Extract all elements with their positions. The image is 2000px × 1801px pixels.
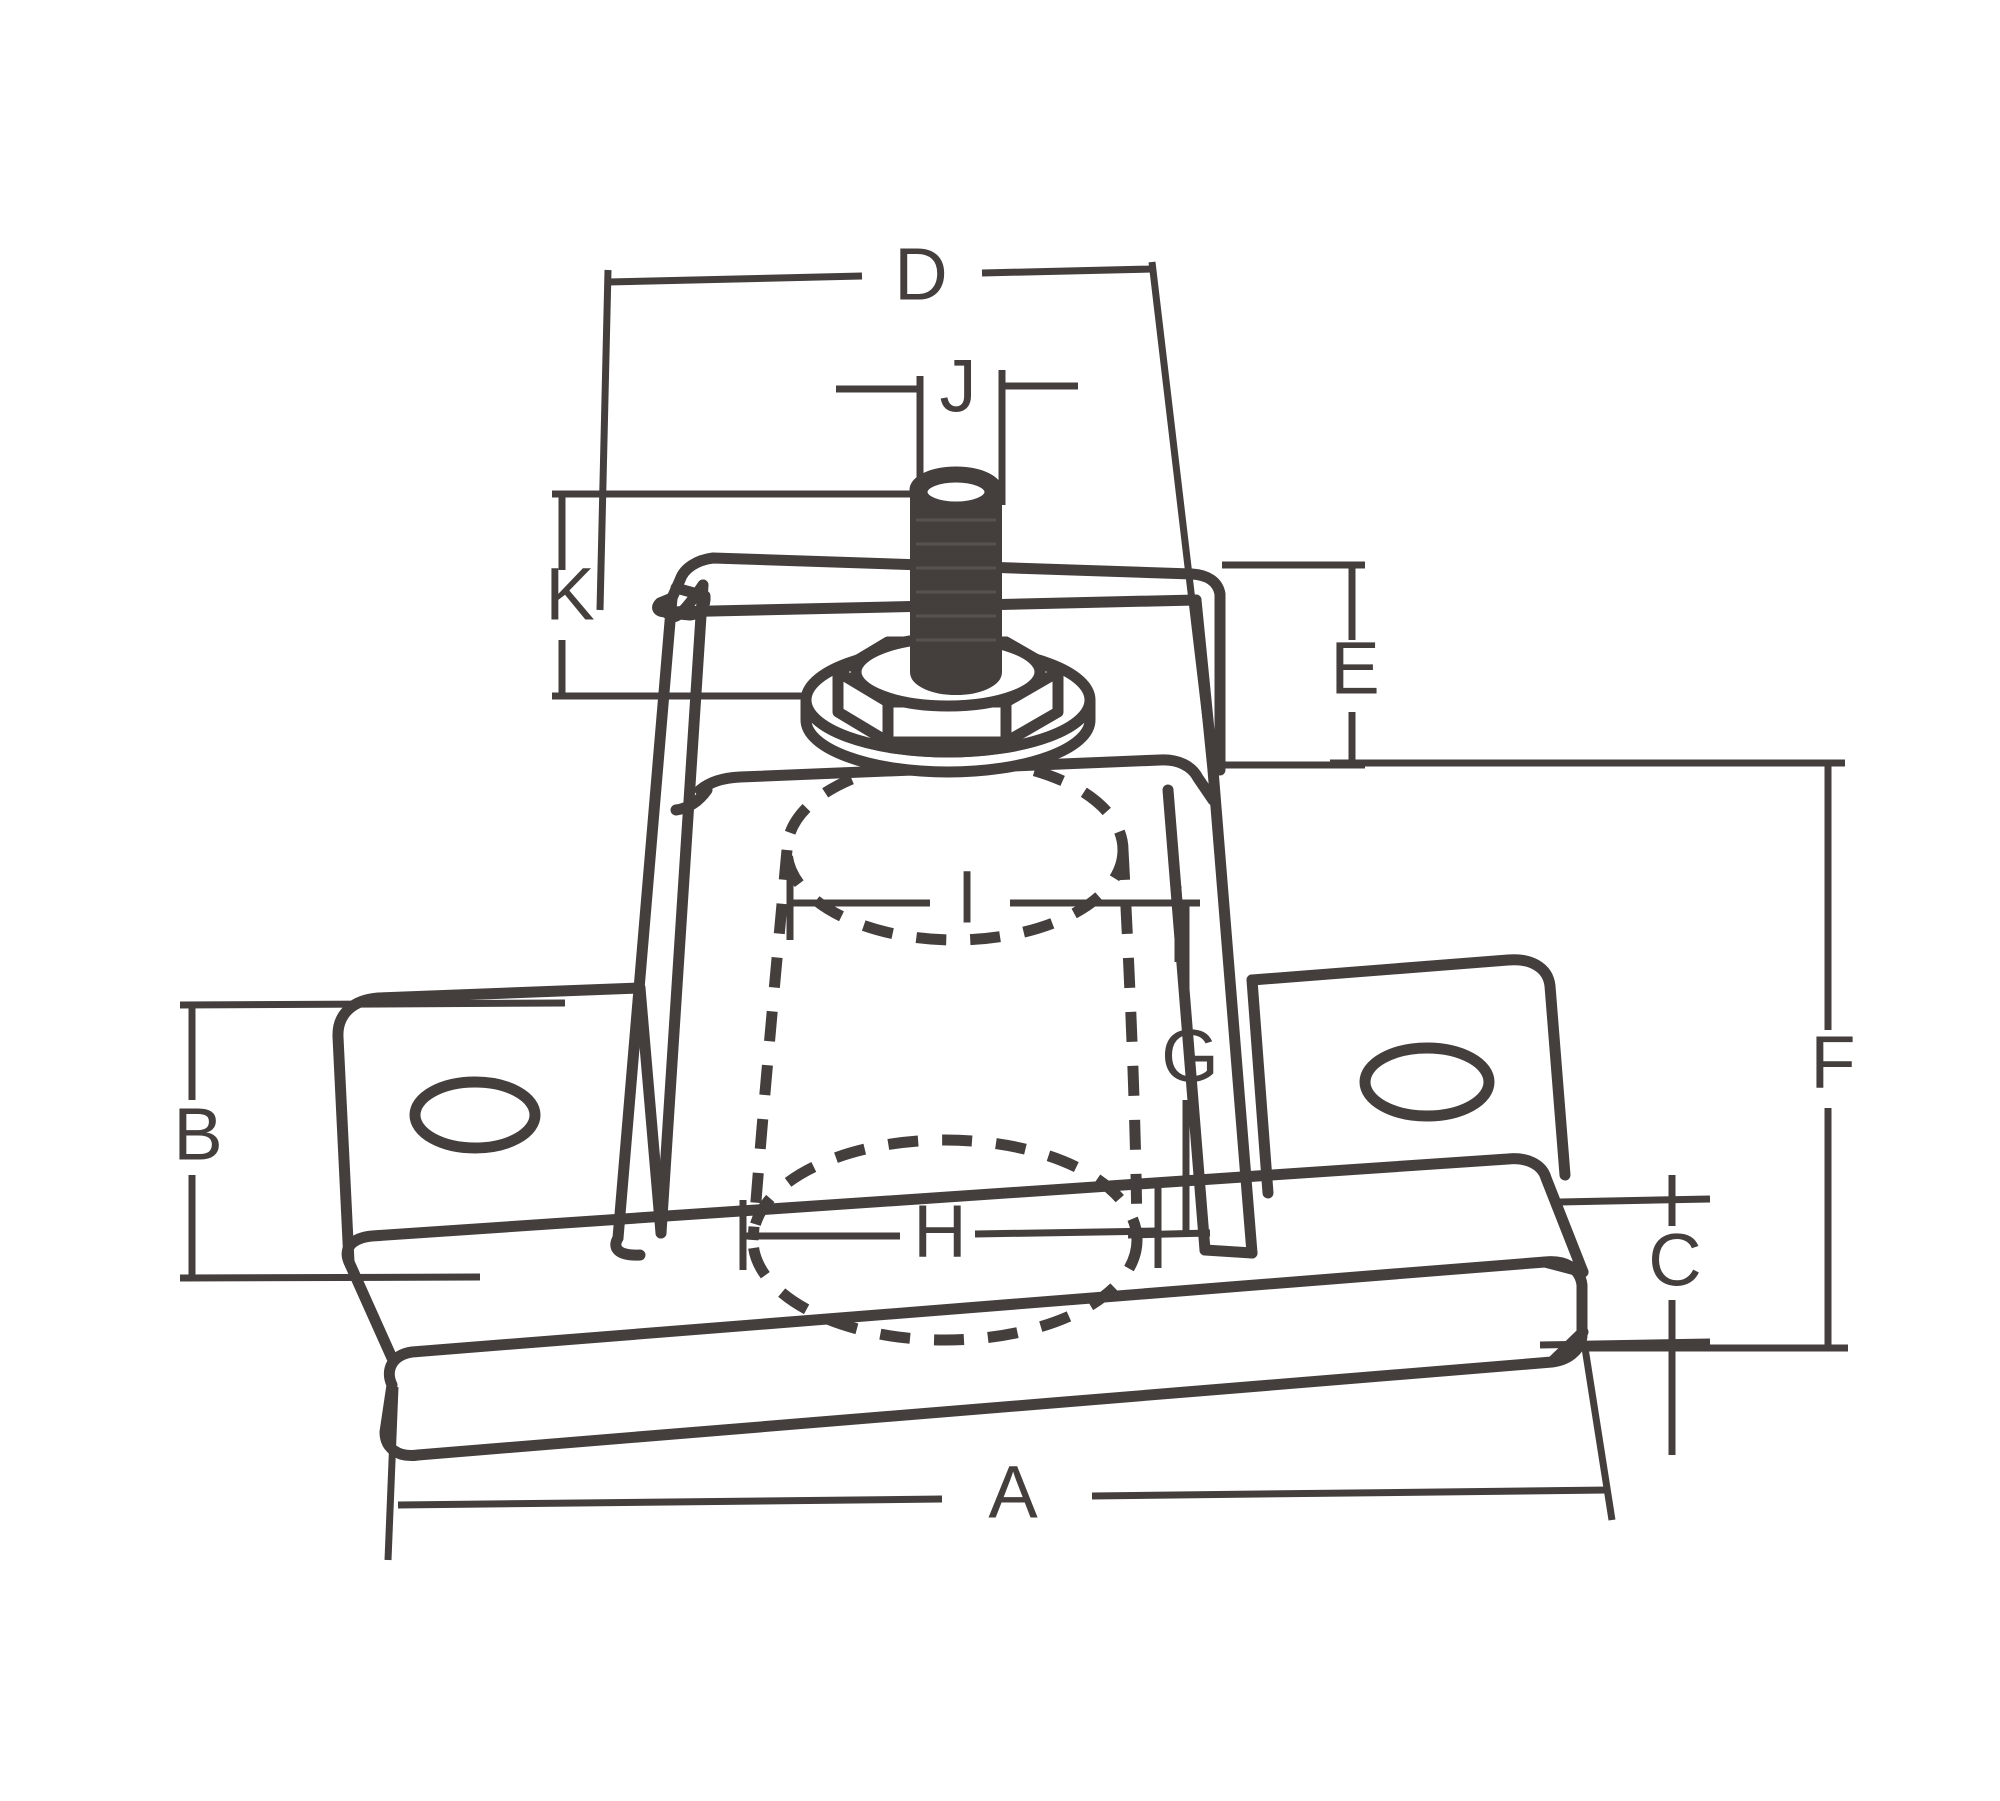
inner-left-edge [747,849,793,1241]
base-plate-right-end [1546,1326,1589,1368]
dim-ext-a-left [384,1386,399,1561]
dim-label-a: A [988,1451,1038,1534]
left-flange-outer-edge [332,982,646,1268]
dim-label-f: F [1810,1021,1855,1104]
left-mounting-hole [409,1076,541,1154]
dim-label-e: E [1330,627,1379,710]
dimension-labels: D J K E F C B G I H A [173,233,1855,1534]
dim-label-g: G [1161,1015,1219,1098]
dim-ext-c-top [1559,1195,1711,1206]
dim-label-d: D [894,233,947,316]
inner-top-ellipse [781,754,1129,946]
dim-label-h: H [913,1190,966,1273]
stud-bore [920,475,992,509]
dim-ext-a-right [1581,1347,1616,1521]
body-left-back-edge [655,579,709,1239]
dim-line-d-left [607,272,863,286]
dim-label-i: I [957,856,978,939]
dim-label-k: K [545,553,594,636]
dim-line-d-right [981,265,1153,277]
right-flange-inner-edge [1246,974,1274,1199]
body-left-front-edge [612,592,678,1244]
threaded-stud [909,466,1003,695]
dim-label-b: B [173,1093,222,1176]
right-mounting-hole [1359,1042,1495,1122]
left-flange-inner-edge [634,982,667,1239]
dim-ext-b-bottom [179,1273,481,1282]
top-plate-bottom-face [694,754,1219,806]
base-plate-corner-line [1539,1256,1589,1278]
dim-line-h-right [974,1227,1159,1238]
dim-line-a-left [397,1495,943,1509]
dimension-lines [179,261,1848,1561]
top-plate-left-thin-edge [661,592,678,619]
body-right-bottom-edge [1199,1244,1258,1259]
top-plate-right-edge [1190,594,1219,776]
inner-right-edge [1117,849,1143,1241]
body-left-bottom-fillet [610,1232,646,1261]
body-right-back-edge [1162,784,1211,1256]
dim-label-j: J [940,345,977,428]
right-flange-outer-edge [1246,954,1571,1181]
stud-thread-marks [916,518,996,642]
base-plate-front [379,1256,1588,1462]
body-right-front-edge [1207,764,1258,1259]
dim-line-a-right [1091,1486,1609,1500]
dim-label-c: C [1648,1219,1701,1302]
ext-line-d-left [596,269,612,611]
mount-body-outline [332,552,1589,1462]
